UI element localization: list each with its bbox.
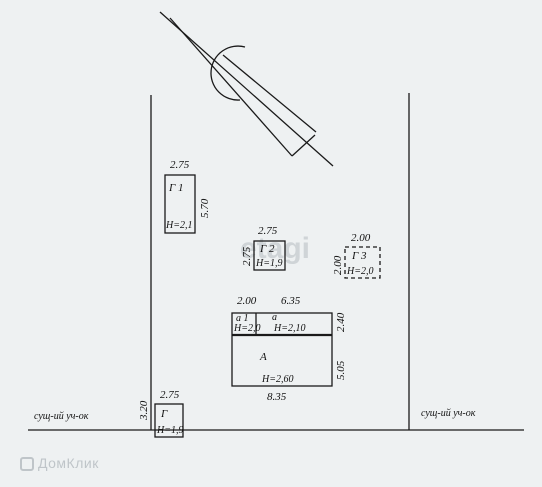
g1-width-label: 2.75 [170, 159, 190, 171]
house-dim-main-label: 5.05 [335, 360, 347, 380]
building-g [154, 403, 184, 438]
g2-width-label: 2.75 [258, 225, 278, 237]
a1-height-label: Н=2,0 [233, 323, 260, 334]
a1-name-label: а 1 [236, 313, 249, 324]
domklik-watermark: ДомКлик [20, 455, 99, 471]
g-width-label: 2.75 [160, 389, 180, 401]
g3-name-label: Г 3 [351, 250, 367, 262]
house-building [231, 312, 333, 387]
g2-name-label: Г 2 [259, 243, 275, 255]
house-a-height-label: Н=2,60 [261, 374, 293, 385]
a-name-label: а [272, 312, 277, 323]
building-g1 [164, 174, 196, 234]
house-dim-a1-label: 2.00 [237, 295, 257, 307]
g3-width-label: 2.00 [351, 232, 371, 244]
neighbor-left-label: сущ-ий уч-ок [34, 411, 89, 422]
g2-height-label: Н=1,9 [255, 258, 282, 269]
building-g2 [253, 240, 286, 271]
g1-name-label: Г 1 [168, 182, 184, 194]
g3-height-label: Н=2,0 [346, 266, 373, 277]
g-height-label: Н=1,9 [156, 425, 183, 436]
g1-length-label: 5.70 [199, 198, 211, 218]
g3-length-label: 2.00 [332, 255, 344, 275]
domklik-watermark-text: ДомКлик [38, 455, 99, 471]
neighbor-right-label: сущ-ий уч-ок [421, 408, 476, 419]
house-a-name-label: А [259, 351, 267, 363]
g-length-label: 3.20 [138, 400, 150, 421]
g1-height-label: Н=2,1 [165, 220, 192, 231]
etagi-watermark: etagi [240, 232, 310, 265]
domklik-logo-icon [20, 457, 34, 471]
g-name-label: Г [160, 408, 168, 420]
building-g3 [344, 246, 381, 279]
house-dim-a-label: 6.35 [281, 295, 301, 307]
house-dim-side-label: 2.40 [335, 312, 347, 332]
house-dim-bottom-label: 8.35 [267, 391, 287, 403]
g2-length-label: 2.75 [241, 246, 253, 266]
north-arrow-icon [159, 11, 334, 167]
a-height-label: Н=2,10 [273, 323, 305, 334]
